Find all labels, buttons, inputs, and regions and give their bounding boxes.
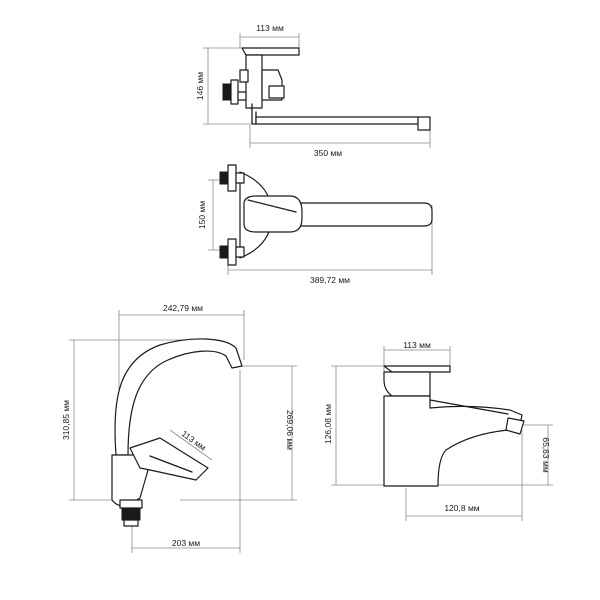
lever-edge [149,455,193,473]
side-lever [129,437,209,481]
wall-connector [222,83,232,101]
upper-connector [219,171,229,185]
kitchen-faucet-view: 242,79 мм 310,85 мм 269,06 мм 203 мм 113… [61,303,297,553]
diverter-knob [268,85,285,99]
lower-connector [219,245,229,259]
thread-end [123,519,139,527]
lower-nut [227,238,237,266]
cartridge-body [245,54,263,109]
lower-sleeve [235,246,245,258]
basin-body [383,395,523,487]
dim-label-height: 146 мм [195,72,205,100]
spout-aerator [417,116,431,131]
dim-label-width-basin: 113 мм [403,340,431,350]
dim-label-reach-basin: 120,8 мм [444,503,479,513]
connector-sleeve [237,91,247,101]
spout-top-outline [287,202,433,227]
dim-label-width-kitchen: 242,79 мм [163,303,203,313]
dim-label-spout-height-kitchen: 269,06 мм [285,410,295,450]
gooseneck-spout [114,338,243,456]
lever-top-line [247,199,297,213]
dim-label-handle: 113 мм [180,428,208,452]
dim-label-height-kitchen: 310,85 мм [61,400,71,440]
bath-mixer-side-view: 113 мм 146 мм 350 мм [195,23,431,158]
lever-handle [241,47,300,56]
basin-lever [383,371,431,397]
basin-faucet-view: 113 мм 126,08 мм 65,83 мм 120,8 мм [323,340,553,521]
dim-label-width-top: 113 мм [256,23,284,33]
mounting-thread [121,507,141,521]
dim-label-spout: 350 мм [314,148,342,158]
dim-label-spout-top-view: 389,72 мм [310,275,350,285]
base-ring [119,499,143,509]
eccentric-nut [230,79,239,105]
upper-sleeve [235,172,245,184]
dim-label-reach-kitchen: 203 мм [172,538,200,548]
basin-lever-top [383,365,451,373]
long-spout [255,116,419,125]
mixer-body-top [243,195,303,233]
dim-label-height-top-view: 150 мм [197,201,207,229]
upper-nut [227,164,237,192]
bath-mixer-top-view: 150 мм 389,72 мм [197,164,433,285]
basin-aerator [505,417,525,435]
body-ring [239,69,249,83]
basin-body-line [429,399,509,415]
dim-label-height-basin: 126,08 мм [323,404,333,444]
dim-label-spout-height-basin: 65,83 мм [541,437,551,472]
dim-line-handle [169,429,213,461]
